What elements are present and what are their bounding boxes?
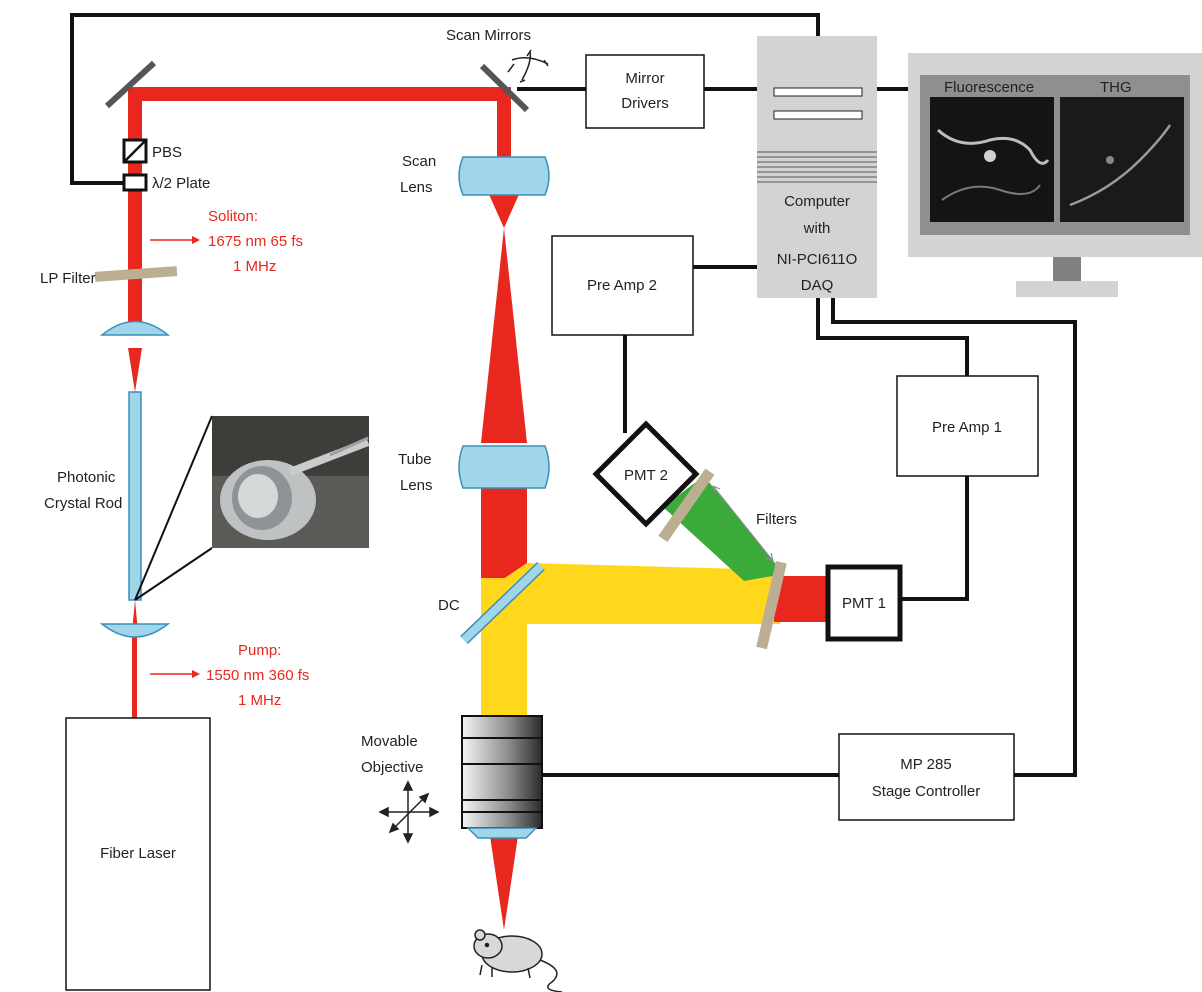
label-pbs: PBS [152, 144, 182, 161]
label-pcr-1: Photonic [57, 469, 116, 486]
label-pmt-1: PMT 1 [842, 595, 886, 612]
soliton-arrowhead-icon [192, 236, 200, 244]
label-mirror-drivers-1: Mirror [625, 70, 664, 87]
move-arrows-icon [380, 782, 438, 842]
mouse-icon [474, 930, 562, 992]
pump-arrowhead-icon [192, 670, 200, 678]
beam-top-horizontal [128, 87, 511, 101]
stage-controller-box [839, 734, 1014, 820]
beam-expanding [481, 228, 527, 443]
label-movable-2: Objective [361, 759, 424, 776]
pump-line3: 1 MHz [238, 692, 281, 709]
computer-line1: Computer [784, 193, 850, 210]
tube-lens [459, 446, 549, 488]
label-pre-amp-2: Pre Amp 2 [587, 277, 657, 294]
label-scan-mirrors: Scan Mirrors [446, 27, 531, 44]
wire-computer-to-preamp1 [818, 298, 967, 376]
scan-lens [459, 157, 549, 195]
coupling-lens [102, 624, 168, 637]
soliton-line2: 1675 nm 65 fs [208, 233, 303, 250]
wire-preamp1-to-pmt1 [902, 476, 967, 599]
label-scan-lens-1: Scan [402, 153, 436, 170]
label-pmt-2: PMT 2 [624, 467, 668, 484]
thg-image [1060, 97, 1184, 222]
label-half-wave: λ/2 Plate [152, 175, 210, 192]
label-dc: DC [438, 597, 460, 614]
beam-scan-down [497, 87, 511, 163]
photonic-crystal-rod [129, 392, 141, 600]
scan-motion-arrows-icon [508, 50, 548, 82]
label-scan-lens-2: Lens [400, 179, 433, 196]
rod-photo [212, 416, 369, 548]
label-tube-lens-2: Lens [400, 477, 433, 494]
computer-line4: DAQ [801, 277, 834, 294]
pump-beam [132, 632, 137, 718]
label-tube-lens-1: Tube [398, 451, 432, 468]
pump-line1: Pump: [238, 642, 281, 659]
collimating-lens [102, 322, 168, 336]
wire-computer-to-stage [833, 298, 1075, 775]
movable-objective [462, 716, 542, 838]
monitor-panel-fluorescence: Fluorescence [944, 79, 1034, 96]
label-mp285-1: MP 285 [900, 756, 951, 773]
soliton-beam-vertical [128, 94, 142, 324]
half-wave-plate [124, 175, 146, 190]
objective-focus [490, 836, 518, 930]
label-filters: Filters [756, 511, 797, 528]
label-pre-amp-1: Pre Amp 1 [932, 419, 1002, 436]
label-mirror-drivers-2: Drivers [621, 95, 669, 112]
computer-line2: with [803, 220, 831, 237]
label-fiber-laser: Fiber Laser [100, 845, 176, 862]
inset-pointer-top [135, 416, 212, 600]
soliton-focus [128, 348, 142, 392]
pump-line2: 1550 nm 360 fs [206, 667, 309, 684]
soliton-line1: Soliton: [208, 208, 258, 225]
label-pcr-2: Crystal Rod [44, 495, 122, 512]
soliton-line3: 1 MHz [233, 258, 276, 275]
label-mp285-2: Stage Controller [872, 783, 980, 800]
mirror-drivers-box [586, 55, 704, 128]
monitor-panel-thg: THG [1100, 79, 1132, 96]
computer-line3: NI-PCI611O [777, 251, 858, 268]
label-movable-1: Movable [361, 733, 418, 750]
label-lp-filter: LP Filter [40, 270, 96, 287]
